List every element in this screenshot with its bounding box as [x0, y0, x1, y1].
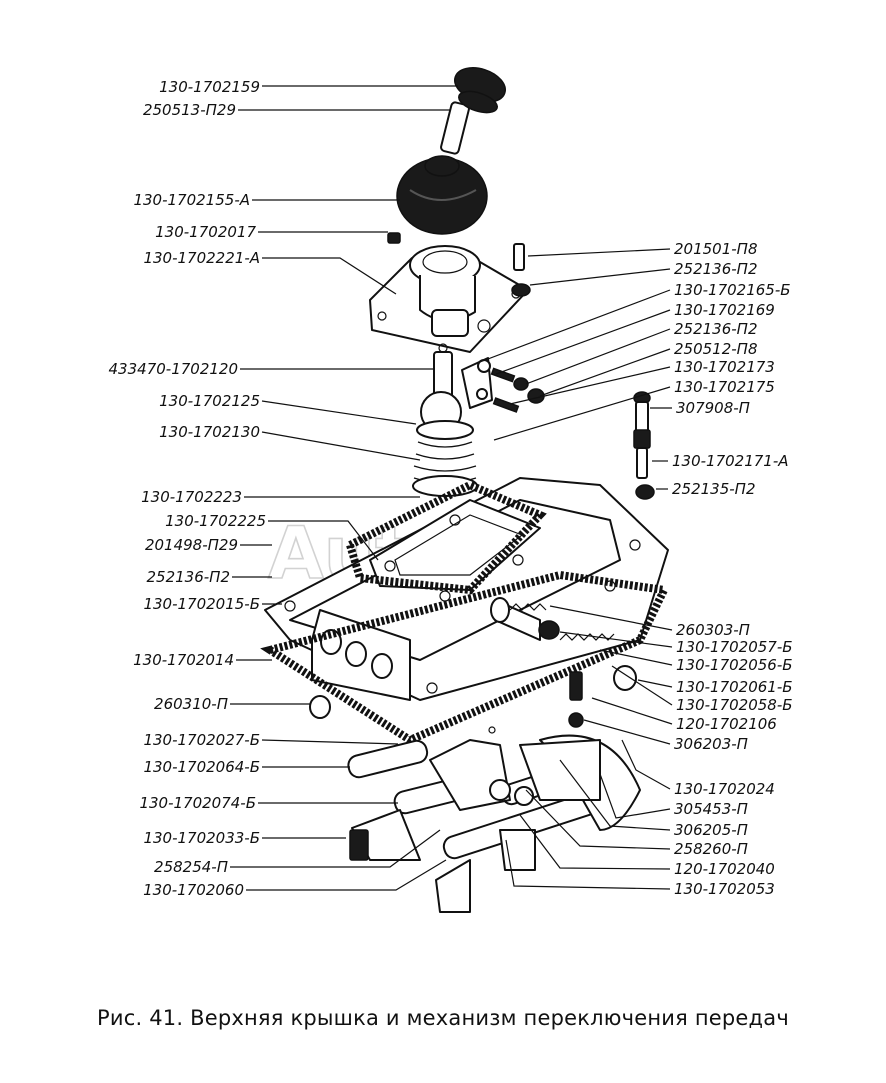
part-label: 120-1702040	[674, 860, 775, 878]
part-label: 307908-П	[676, 399, 750, 417]
part-label: 201498-П29	[145, 536, 238, 554]
part-label: 130-1702057-Б	[676, 638, 793, 656]
shift-rods	[347, 726, 641, 913]
part-label: 130-1702165-Б	[674, 281, 791, 299]
part-label: 260310-П	[154, 695, 228, 713]
lever-bolts	[490, 243, 545, 413]
part-label: 130-1702061-Б	[676, 678, 793, 696]
part-label: 130-1702033-Б	[143, 829, 260, 847]
part-label: 130-1702130	[159, 423, 260, 441]
part-label: 130-1702064-Б	[143, 758, 260, 776]
part-label: 130-1702225	[165, 512, 266, 530]
part-label: 120-1702106	[676, 715, 777, 733]
part-label: 130-1702014	[133, 651, 234, 669]
part-label: 130-1702015-Б	[143, 595, 260, 613]
upper-gasket	[345, 480, 547, 595]
part-label: 130-1702056-Б	[676, 656, 793, 674]
rubber-boot	[396, 155, 488, 235]
part-label: 433470-1702120	[109, 360, 238, 378]
lower-gasket	[260, 570, 670, 745]
part-label: 130-1702155-А	[133, 191, 250, 209]
lever-housing	[369, 245, 529, 353]
part-label: 130-1702221-А	[143, 249, 260, 267]
part-label: 250512-П8	[674, 340, 758, 358]
part-label: 252135-П2	[672, 480, 756, 498]
figure-caption: Рис. 41. Верхняя крышка и механизм перек…	[97, 1006, 789, 1030]
part-label: 130-1702024	[674, 780, 775, 798]
part-label: 130-1702173	[674, 358, 775, 376]
part-label: 130-1702027-Б	[143, 731, 260, 749]
part-label: 130-1702074-Б	[139, 794, 256, 812]
labels-left: 130-1702159 250513-П29 130-1702155-А 130…	[109, 78, 266, 899]
part-label: 130-1702058-Б	[676, 696, 793, 714]
part-label: 130-1702125	[159, 392, 260, 410]
labels-right: 201501-П8 252136-П2 130-1702165-Б 130-17…	[672, 240, 793, 898]
part-label: 130-1702169	[674, 301, 775, 319]
part-label: 258260-П	[674, 840, 748, 858]
part-label: 130-1702060	[143, 881, 244, 899]
part-label: 130-1702159	[159, 78, 260, 96]
small-screw	[387, 232, 401, 244]
part-label: 252136-П2	[674, 260, 758, 278]
part-label: 252136-П2	[674, 320, 758, 338]
part-label: 130-1702175	[674, 378, 775, 396]
part-label: 252136-П2	[147, 568, 231, 586]
part-label: 306205-П	[674, 821, 748, 839]
part-label: 130-1702171-А	[672, 452, 789, 470]
part-label: 250513-П29	[143, 101, 236, 119]
part-label: 306203-П	[674, 735, 748, 753]
drawing-parts	[260, 67, 670, 913]
detent-parts	[309, 603, 637, 728]
lever-shaft	[412, 351, 493, 497]
lever-knob	[440, 67, 506, 155]
part-label: 130-1702053	[674, 880, 775, 898]
part-label: 130-1702223	[141, 488, 242, 506]
part-label: 201501-П8	[674, 240, 758, 258]
part-label: 130-1702017	[155, 223, 256, 241]
part-label: 260303-П	[676, 621, 750, 639]
part-label: 258254-П	[154, 858, 228, 876]
leader-lines	[230, 85, 673, 891]
part-label: 305453-П	[674, 800, 748, 818]
